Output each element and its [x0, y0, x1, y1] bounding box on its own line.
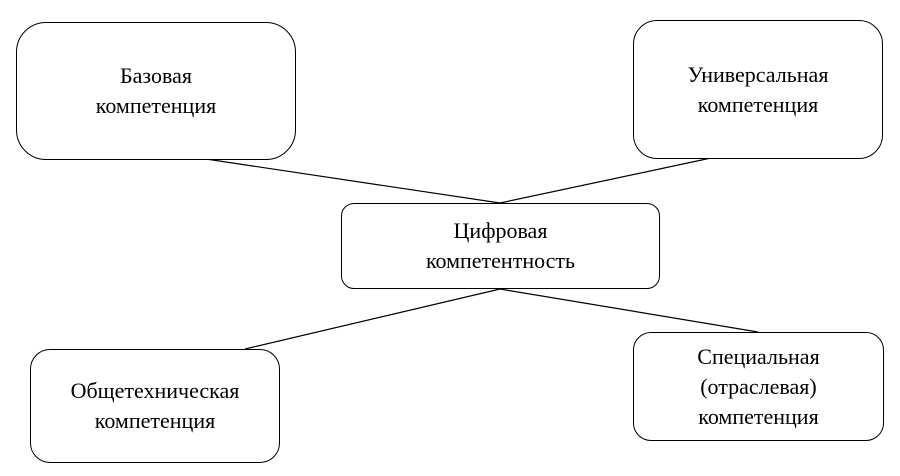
connector-digital-to-special: [499, 288, 759, 333]
connector-universal-to-digital: [499, 157, 712, 204]
node-general-technical-competence: Общетехническая компетенция: [30, 349, 280, 463]
connector-base-to-digital: [205, 158, 501, 204]
node-general-label: Общетехническая компетенция: [70, 378, 240, 433]
node-special-sectoral-competence: Специальная (отраслевая) компетенция: [633, 332, 884, 441]
connector-digital-to-general: [244, 288, 501, 350]
node-digital-label: Цифровая компетентность: [425, 218, 576, 273]
node-universal-competence: Универсальная компетенция: [633, 20, 883, 159]
node-base-label: Базовая компетенция: [95, 63, 217, 118]
node-base-competence: Базовая компетенция: [16, 22, 296, 160]
node-universal-label: Универсальная компетенция: [687, 61, 829, 117]
node-digital-competency: Цифровая компетентность: [341, 203, 660, 289]
node-special-label: Специальная (отраслевая) компетенция: [697, 343, 820, 429]
